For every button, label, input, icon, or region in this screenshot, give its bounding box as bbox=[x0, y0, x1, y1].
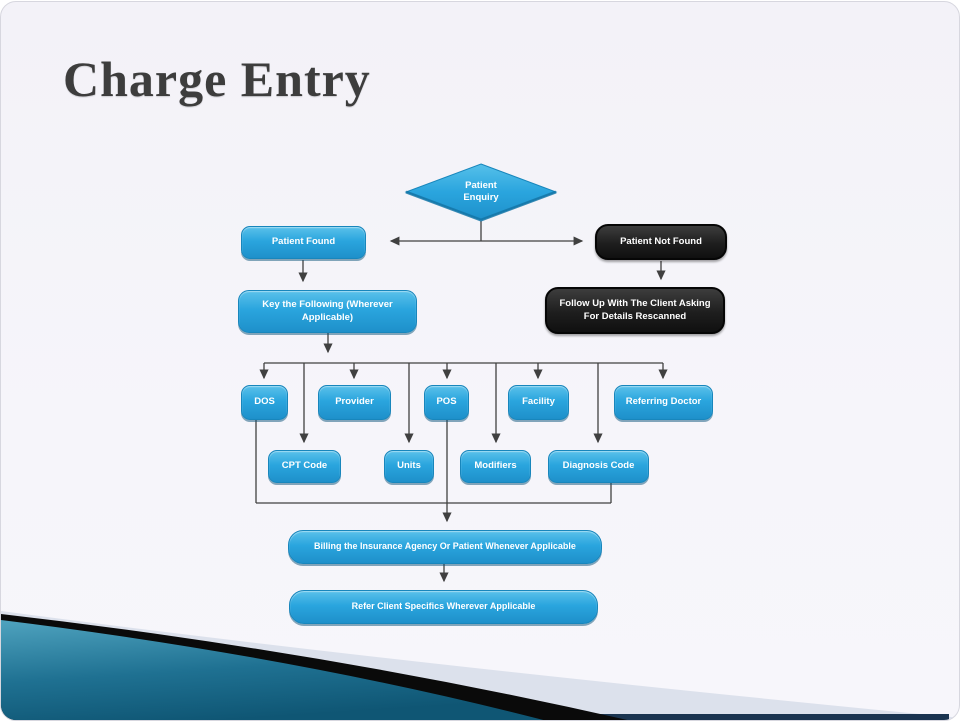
node-referring-doctor: Referring Doctor bbox=[614, 385, 713, 420]
node-patient-enquiry: Patient Enquiry bbox=[406, 164, 556, 220]
node-pos: POS bbox=[424, 385, 469, 420]
node-patient-found: Patient Found bbox=[241, 226, 366, 259]
swoosh-light-band bbox=[1, 611, 959, 720]
swoosh-black-stripe bbox=[1, 614, 628, 720]
node-dos: DOS bbox=[241, 385, 288, 420]
bottom-navy-bar bbox=[349, 714, 949, 720]
node-units: Units bbox=[384, 450, 434, 483]
slide-title: Charge Entry bbox=[63, 51, 371, 107]
node-key-the-following: Key the Following (Wherever Applicable) bbox=[238, 290, 417, 333]
node-diagnosis-code: Diagnosis Code bbox=[548, 450, 649, 483]
node-label: Patient Enquiry bbox=[463, 179, 499, 203]
node-modifiers: Modifiers bbox=[460, 450, 531, 483]
node-cpt-code: CPT Code bbox=[268, 450, 341, 483]
node-facility: Facility bbox=[508, 385, 569, 420]
node-provider: Provider bbox=[318, 385, 391, 420]
node-follow-up-client: Follow Up With The Client Asking For Det… bbox=[545, 287, 725, 334]
node-refer-client: Refer Client Specifics Wherever Applicab… bbox=[289, 590, 598, 624]
node-patient-not-found: Patient Not Found bbox=[595, 224, 727, 260]
swoosh-teal-wedge bbox=[1, 620, 544, 720]
node-billing-insurance: Billing the Insurance Agency Or Patient … bbox=[288, 530, 602, 564]
